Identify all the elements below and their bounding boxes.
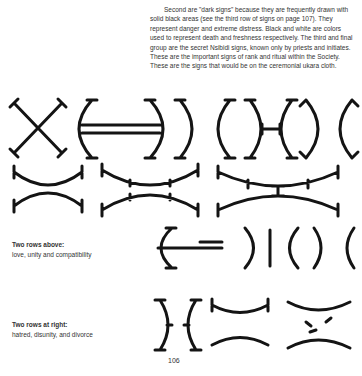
sign-joined-arcs [245,100,297,158]
sign-open-arcs [314,228,354,268]
sign-dotted-lens [102,164,198,216]
page-number: 106 [168,356,208,365]
sign-hooked-arcs [300,100,358,158]
sign-facing-arcs [175,100,235,158]
sign-double-bar [79,100,163,158]
sign-apart-arcs [212,299,268,345]
sign-barred-lens [218,166,338,216]
sign-divided-arcs [245,228,298,268]
caption-heading: Two rows at right: [12,321,142,330]
sign-broken-arcs [288,302,350,348]
sign-split-arcs [155,300,201,350]
caption-text: hatred, disunity, and divorce [12,331,147,340]
sign-lens [14,166,82,212]
caption-text: love, unity and compatibility [12,251,147,260]
sign-half-bar [158,228,222,268]
caption-heading: Two rows above: [12,241,142,250]
body-paragraph: Second are "dark signs" because they are… [150,5,356,71]
sign-cross [10,99,66,157]
